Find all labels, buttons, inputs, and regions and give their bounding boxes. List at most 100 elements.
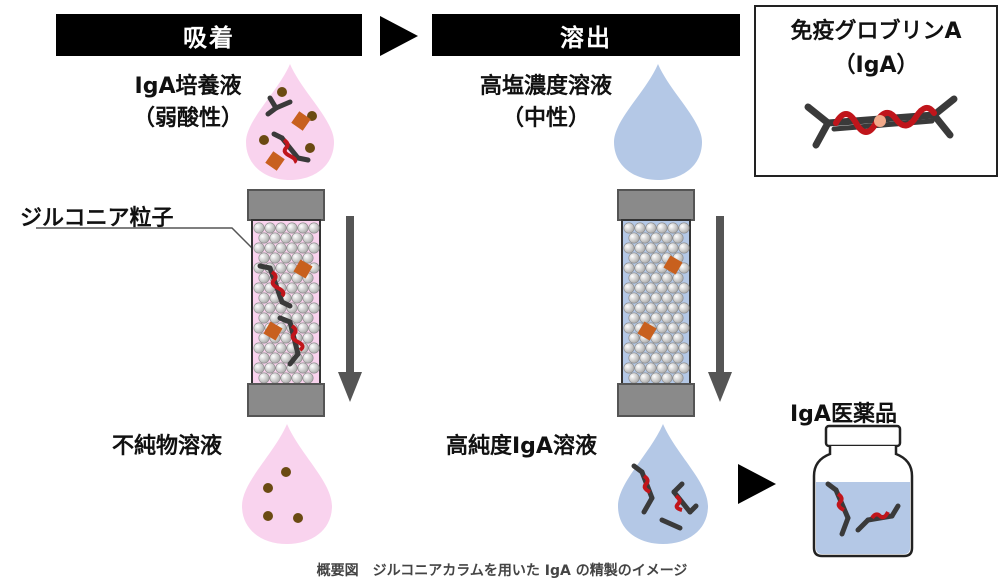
zirconia-bead xyxy=(275,262,287,274)
zirconia-bead xyxy=(650,312,662,324)
zirconia-bead xyxy=(623,302,635,314)
zirconia-bead xyxy=(639,352,651,364)
zirconia-bead xyxy=(253,322,265,334)
zirconia-bead xyxy=(253,302,265,314)
zirconia-bead xyxy=(656,242,668,254)
zirconia-bead xyxy=(678,362,690,374)
zirconia-bead xyxy=(661,272,673,284)
zirconia-bead xyxy=(291,372,303,384)
zirconia-bead xyxy=(639,272,651,284)
zirconia-bead xyxy=(634,222,646,234)
zirconia-bead xyxy=(672,332,684,344)
zirconia-bead xyxy=(258,292,270,304)
zirconia-bead xyxy=(672,372,684,384)
zirconia-bead xyxy=(661,332,673,344)
zirconia-bead xyxy=(623,262,635,274)
culture-drop-icon xyxy=(246,64,334,180)
legend-subtitle: （IgA） xyxy=(833,53,919,78)
banner-elution: 溶出 xyxy=(432,14,740,56)
particle-pointer-line xyxy=(36,227,259,255)
zirconia-bead xyxy=(678,342,690,354)
zirconia-bead xyxy=(302,252,314,264)
zirconia-bead xyxy=(650,292,662,304)
zirconia-bead xyxy=(634,282,646,294)
zirconia-bead xyxy=(258,272,270,284)
zirconia-bead xyxy=(291,292,303,304)
zirconia-bead xyxy=(656,362,668,374)
zirconia-bead xyxy=(623,242,635,254)
zirconia-bead xyxy=(678,242,690,254)
zirconia-bead xyxy=(628,252,640,264)
impurity-drop-icon xyxy=(242,424,332,544)
zirconia-bead xyxy=(623,322,635,334)
zirconia-bead xyxy=(308,362,320,374)
zirconia-bead xyxy=(628,312,640,324)
zirconia-bead xyxy=(672,272,684,284)
figure-caption: 概要図 ジルコニアカラムを用いた IgA の精製のイメージ xyxy=(316,563,688,579)
zirconia-bead xyxy=(667,322,679,334)
zirconia-bead xyxy=(650,372,662,384)
zirconia-bead xyxy=(656,302,668,314)
zirconia-bead xyxy=(302,332,314,344)
zirconia-bead xyxy=(672,292,684,304)
zirconia-bead xyxy=(650,252,662,264)
salt-drop-icon xyxy=(614,64,702,180)
zirconia-bead xyxy=(308,302,320,314)
zirconia-bead xyxy=(623,282,635,294)
zirconia-bead xyxy=(678,322,690,334)
zirconia-bead xyxy=(656,282,668,294)
zirconia-bead xyxy=(672,352,684,364)
zirconia-bead xyxy=(667,222,679,234)
zirconia-bead xyxy=(264,302,276,314)
zirconia-bead xyxy=(661,232,673,244)
zirconia-bead xyxy=(302,292,314,304)
pure-iga-drop-icon xyxy=(618,424,708,544)
zirconia-bead xyxy=(639,312,651,324)
left-column-icon xyxy=(247,189,325,417)
zirconia-bead xyxy=(678,282,690,294)
legend-title: 免疫グロブリンA xyxy=(790,19,962,44)
zirconia-bead xyxy=(645,362,657,374)
zirconia-bead xyxy=(297,282,309,294)
zirconia-bead xyxy=(678,222,690,234)
zirconia-bead xyxy=(661,352,673,364)
zirconia-bead xyxy=(280,332,292,344)
zirconia-bead xyxy=(275,242,287,254)
zirconia-bead xyxy=(667,282,679,294)
zirconia-bead xyxy=(308,282,320,294)
zirconia-bead xyxy=(258,372,270,384)
impurity-label: 不純物溶液 xyxy=(112,434,223,459)
right-flow-arrow-icon xyxy=(708,216,732,402)
zirconia-bead xyxy=(645,262,657,274)
zirconia-bead xyxy=(258,352,270,364)
zirconia-bead xyxy=(264,362,276,374)
zirconia-bead xyxy=(672,312,684,324)
zirconia-bead xyxy=(269,232,281,244)
zirconia-bead xyxy=(253,282,265,294)
product-label: IgA医薬品 xyxy=(790,402,897,427)
zirconia-bead xyxy=(650,272,662,284)
zirconia-bead xyxy=(667,302,679,314)
zirconia-bead xyxy=(280,352,292,364)
zirconia-bead xyxy=(291,232,303,244)
zirconia-bead xyxy=(286,222,298,234)
zirconia-bead xyxy=(264,242,276,254)
zirconia-bead xyxy=(628,232,640,244)
zirconia-bead xyxy=(275,362,287,374)
zirconia-bead xyxy=(661,312,673,324)
zirconia-bead xyxy=(628,372,640,384)
zirconia-bead xyxy=(678,302,690,314)
zirconia-bead xyxy=(308,342,320,354)
zirconia-bead xyxy=(634,242,646,254)
zirconia-bead xyxy=(269,352,281,364)
zirconia-bead xyxy=(667,362,679,374)
zirconia-bead xyxy=(645,342,657,354)
culture-label: IgA培養液 xyxy=(134,74,242,99)
zirconia-bead xyxy=(623,222,635,234)
zirconia-bead xyxy=(302,312,314,324)
zirconia-bead xyxy=(628,292,640,304)
left-flow-arrow-icon xyxy=(338,216,362,402)
zirconia-bead xyxy=(308,242,320,254)
particle-label: ジルコニア粒子 xyxy=(20,206,174,231)
zirconia-bead xyxy=(291,312,303,324)
